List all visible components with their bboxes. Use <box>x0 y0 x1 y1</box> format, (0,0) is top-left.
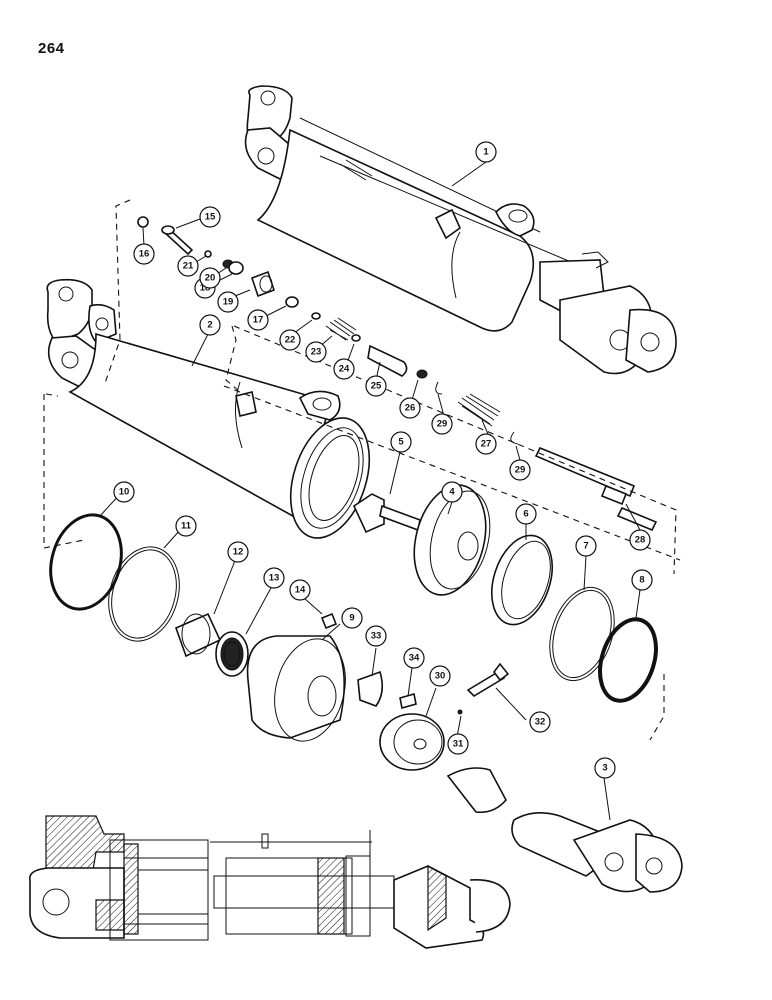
svg-text:7: 7 <box>583 541 588 552</box>
svg-text:19: 19 <box>223 297 234 308</box>
piston-rod <box>446 767 683 893</box>
svg-text:6: 6 <box>523 509 528 520</box>
callout-16: 16 <box>133 243 155 265</box>
svg-text:8: 8 <box>639 575 644 586</box>
svg-text:16: 16 <box>139 249 150 260</box>
svg-text:28: 28 <box>635 535 646 546</box>
svg-text:1: 1 <box>483 147 489 158</box>
valve-small-parts <box>137 216 658 532</box>
callout-22: 22 <box>279 329 301 351</box>
callout-31: 31 <box>447 733 469 755</box>
callout-26: 26 <box>399 397 421 419</box>
callout-17: 17 <box>247 309 269 331</box>
svg-text:24: 24 <box>339 364 350 375</box>
svg-text:29: 29 <box>437 419 448 430</box>
callouts: 1 2 3 4 5 6 7 8 9 10 11 12 13 14 15 16 1… <box>113 141 653 779</box>
callout-15: 15 <box>199 206 221 228</box>
callout-21: 21 <box>177 255 199 277</box>
head-seal-group <box>49 513 510 771</box>
callout-10: 10 <box>113 481 135 503</box>
svg-text:30: 30 <box>435 671 446 682</box>
assembled-cylinder <box>244 85 677 375</box>
callout-7: 7 <box>575 535 597 557</box>
svg-text:27: 27 <box>481 439 492 450</box>
svg-text:29: 29 <box>515 465 526 476</box>
svg-text:13: 13 <box>269 573 280 584</box>
callout-25: 25 <box>365 375 387 397</box>
callout-34: 34 <box>403 647 425 669</box>
svg-text:9: 9 <box>349 613 354 624</box>
callout-29a: 29 <box>431 413 453 435</box>
callout-5: 5 <box>390 431 412 453</box>
svg-text:23: 23 <box>311 347 322 358</box>
callout-24: 24 <box>333 358 355 380</box>
svg-text:34: 34 <box>409 653 420 664</box>
page-number: 264 <box>38 40 65 57</box>
svg-text:15: 15 <box>205 212 216 223</box>
svg-text:14: 14 <box>295 585 306 596</box>
svg-text:17: 17 <box>253 315 264 326</box>
callout-1: 1 <box>475 141 497 163</box>
callout-3: 3 <box>594 757 616 779</box>
svg-text:3: 3 <box>602 763 607 774</box>
callout-29b: 29 <box>509 459 531 481</box>
callout-13: 13 <box>263 567 285 589</box>
svg-text:10: 10 <box>119 487 130 498</box>
callout-9: 9 <box>341 607 363 629</box>
svg-text:33: 33 <box>371 631 382 642</box>
svg-text:12: 12 <box>233 547 244 558</box>
svg-text:4: 4 <box>449 487 455 498</box>
svg-text:22: 22 <box>285 335 296 346</box>
svg-text:11: 11 <box>181 521 192 532</box>
callout-4: 4 <box>441 481 463 503</box>
svg-text:18: 18 <box>200 283 211 294</box>
svg-text:20: 20 <box>205 273 216 284</box>
callout-11: 11 <box>175 515 197 537</box>
callout-33: 33 <box>365 625 387 647</box>
callout-8: 8 <box>631 569 653 591</box>
svg-text:25: 25 <box>371 381 382 392</box>
group-outlines <box>43 199 681 741</box>
cylinder-barrel <box>46 278 371 539</box>
svg-text:32: 32 <box>535 717 546 728</box>
piston-group <box>352 484 658 703</box>
sectional-view <box>29 815 511 949</box>
svg-text:5: 5 <box>398 437 404 448</box>
callout-12: 12 <box>227 541 249 563</box>
callout-20: 20 <box>199 267 221 289</box>
callout-32: 32 <box>529 711 551 733</box>
callout-23: 23 <box>305 341 327 363</box>
callout-14: 14 <box>289 579 311 601</box>
svg-text:26: 26 <box>405 403 416 414</box>
callout-2: 2 <box>199 314 221 336</box>
svg-text:2: 2 <box>207 320 212 331</box>
callout-27: 27 <box>475 433 497 455</box>
svg-text:31: 31 <box>453 739 464 750</box>
callout-6: 6 <box>515 503 537 525</box>
callout-30: 30 <box>429 665 451 687</box>
svg-text:21: 21 <box>183 261 194 272</box>
callout-28: 28 <box>629 529 651 551</box>
callout-19: 19 <box>217 291 239 313</box>
